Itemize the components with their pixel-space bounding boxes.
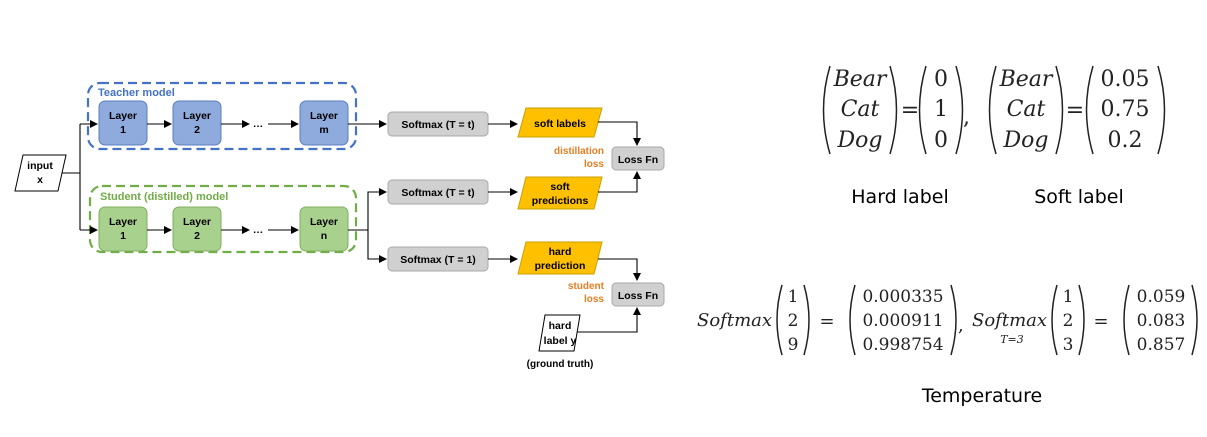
- svg-text:2: 2: [194, 124, 200, 136]
- svg-text:Cat: Cat: [841, 97, 880, 122]
- input-label: input: [27, 160, 53, 172]
- svg-text:,: ,: [958, 315, 964, 336]
- svg-text:Loss Fn: Loss Fn: [618, 154, 658, 166]
- svg-text:n: n: [321, 230, 327, 242]
- svg-text:Dog: Dog: [837, 128, 883, 153]
- svg-text:Layer: Layer: [183, 110, 211, 122]
- student-title: Student (distilled) model: [100, 191, 228, 203]
- student-loss-label: student: [568, 281, 605, 292]
- student-loss-label-2: loss: [584, 294, 604, 305]
- svg-text:2: 2: [1063, 311, 1074, 331]
- svg-text:3: 3: [1063, 335, 1074, 355]
- temperature-title: Temperature: [921, 385, 1042, 407]
- svg-text:Layer: Layer: [310, 216, 338, 228]
- svg-text:0.000335: 0.000335: [862, 287, 943, 307]
- svg-text:Softmax (T = t): Softmax (T = t): [401, 187, 474, 199]
- svg-text:0.75: 0.75: [1101, 97, 1150, 122]
- svg-text:Softmax (T = 1): Softmax (T = 1): [400, 254, 476, 266]
- teacher-layer-1: Layer 1: [98, 100, 148, 146]
- softmax-student-soft: Softmax (T = t): [387, 179, 489, 205]
- svg-text:0.857: 0.857: [1137, 335, 1186, 355]
- svg-text:Softmax (T = t): Softmax (T = t): [401, 119, 474, 131]
- svg-text:hard: hard: [549, 320, 572, 332]
- svg-text:Dog: Dog: [1003, 128, 1049, 153]
- softmax-equation-1: Softmax 1 2 9 = 0.000335 0.000911 0.9987…: [697, 284, 964, 356]
- soft-labels-node: soft labels: [517, 107, 603, 138]
- svg-text:2: 2: [788, 311, 799, 331]
- svg-text:label y: label y: [544, 335, 577, 347]
- svg-text:1: 1: [934, 97, 948, 122]
- ground-truth-label: (ground truth): [527, 359, 594, 370]
- svg-text:predictions: predictions: [532, 195, 589, 207]
- svg-text:soft labels: soft labels: [534, 118, 586, 130]
- soft-predictions-node: soft predictions: [517, 176, 603, 210]
- teacher-layer-m: Layer m: [299, 100, 349, 146]
- student-group: [88, 184, 358, 254]
- svg-text:Layer: Layer: [109, 216, 137, 228]
- softmax-student-hard: Softmax (T = 1): [387, 246, 489, 272]
- svg-text:=: =: [1093, 311, 1108, 332]
- svg-text:0.2: 0.2: [1108, 128, 1143, 153]
- softmax-equation-2: Softmax T=3 1 2 3 = 0.059 0.083 0.857: [972, 284, 1198, 356]
- input-node: input x: [14, 154, 67, 192]
- hard-label-title: Hard label: [851, 186, 948, 208]
- teacher-title: Teacher model: [98, 87, 175, 99]
- svg-text:1: 1: [120, 230, 126, 242]
- distillation-loss-label: distillation: [554, 146, 604, 157]
- soft-label-title: Soft label: [1034, 186, 1123, 208]
- svg-text:soft: soft: [550, 181, 570, 193]
- svg-text:0.000911: 0.000911: [862, 311, 943, 331]
- svg-text:=: =: [901, 98, 919, 123]
- svg-text:0: 0: [934, 128, 948, 153]
- softmax-teacher: Softmax (T = t): [387, 111, 489, 137]
- hard-label-equation: Bear Cat Dog = 0 1 0 ,: [822, 65, 970, 155]
- svg-text:Bear: Bear: [999, 67, 1054, 92]
- svg-text:m: m: [319, 124, 328, 136]
- svg-text:1: 1: [120, 124, 126, 136]
- svg-text:Cat: Cat: [1007, 97, 1046, 122]
- svg-text:0.059: 0.059: [1137, 287, 1186, 307]
- svg-text:Layer: Layer: [310, 110, 338, 122]
- input-var: x: [37, 174, 43, 186]
- svg-text:Loss Fn: Loss Fn: [618, 290, 658, 302]
- svg-text:0.998754: 0.998754: [862, 335, 943, 355]
- input-wire: [62, 124, 81, 174]
- hard-label-node: hard label y: [538, 314, 581, 352]
- student-layer-n: Layer n: [299, 206, 349, 252]
- loss-fn-student: Loss Fn: [611, 282, 665, 307]
- svg-text:T=3: T=3: [1000, 333, 1024, 346]
- svg-text:Softmax: Softmax: [697, 310, 772, 331]
- svg-text:,: ,: [963, 105, 970, 130]
- student-layer-2: Layer 2: [172, 206, 222, 252]
- teacher-layer-2: Layer 2: [172, 100, 222, 146]
- distillation-loss-label-2: loss: [584, 159, 604, 170]
- svg-text:=: =: [819, 311, 834, 332]
- svg-text:0: 0: [934, 67, 948, 92]
- svg-text:Layer: Layer: [109, 110, 137, 122]
- soft-label-equation: Bear Cat Dog = 0.05 0.75 0.2: [988, 65, 1166, 155]
- hard-prediction-node: hard prediction: [517, 241, 603, 275]
- teacher-ellipsis: …: [253, 118, 264, 130]
- student-layer-1: Layer 1: [98, 206, 148, 252]
- svg-text:9: 9: [788, 335, 799, 355]
- svg-text:=: =: [1066, 98, 1084, 123]
- svg-text:Layer: Layer: [183, 216, 211, 228]
- svg-text:Softmax: Softmax: [972, 310, 1047, 331]
- student-ellipsis: …: [253, 224, 264, 236]
- svg-text:0.083: 0.083: [1137, 311, 1186, 331]
- svg-text:0.05: 0.05: [1101, 67, 1150, 92]
- loss-fn-distillation: Loss Fn: [611, 146, 665, 171]
- svg-text:prediction: prediction: [535, 260, 586, 272]
- svg-text:1: 1: [788, 287, 799, 307]
- svg-text:1: 1: [1063, 287, 1074, 307]
- svg-text:hard: hard: [549, 246, 572, 258]
- svg-text:2: 2: [194, 230, 200, 242]
- teacher-group: [86, 81, 358, 151]
- svg-text:Bear: Bear: [833, 67, 888, 92]
